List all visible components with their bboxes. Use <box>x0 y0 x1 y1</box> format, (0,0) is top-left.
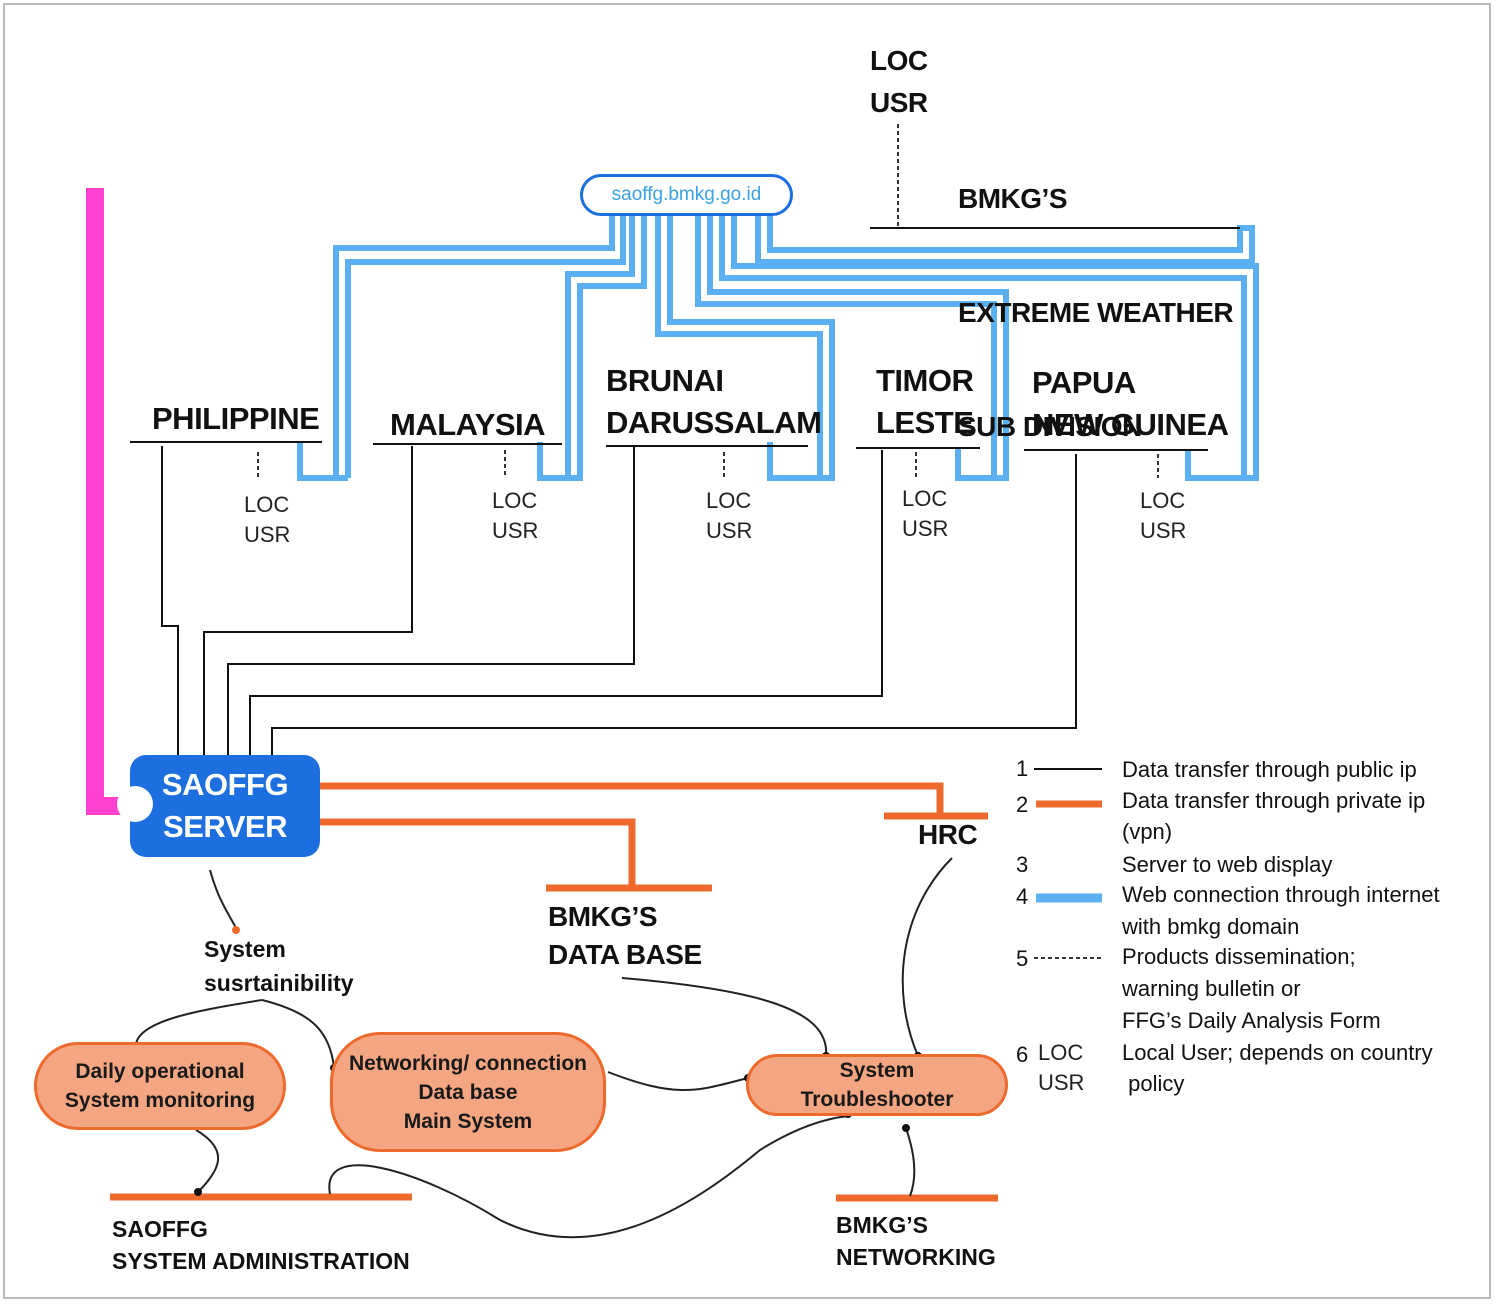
private-ip-links <box>110 782 1102 1202</box>
legend-6-usr: USR <box>1038 1070 1085 1095</box>
country-bars <box>130 227 1240 451</box>
papua-loc: LOC <box>1140 488 1186 513</box>
country-brunai-line1: BRUNAI <box>606 363 724 398</box>
extreme-weather-line1: BMKG’S <box>958 183 1068 214</box>
hrc-label: HRC <box>918 819 978 850</box>
legend-text-6b: policy <box>1122 1071 1185 1096</box>
extreme-weather-title: BMKG’S EXTREME WEATHER SUB DIVISION <box>958 104 1234 484</box>
networking-line2: Data base <box>418 1080 518 1104</box>
legend-text-3: Server to web display <box>1122 852 1333 877</box>
sustainability-line1: System <box>204 936 286 962</box>
bmkg-networking-line1: BMKG’S <box>836 1212 928 1238</box>
legend-swatches <box>1036 860 1102 903</box>
extreme-weather-usr: USR <box>870 87 928 118</box>
philippine-usr: USR <box>244 522 291 547</box>
malaysia-loc: LOC <box>492 488 538 513</box>
troubleshooter-line2: Troubleshooter <box>800 1088 954 1111</box>
legend-text-4a: Web connection through internet <box>1122 882 1440 907</box>
country-brunai-line2: DARUSSALAM <box>606 405 822 440</box>
legend-text-2a: Data transfer through private ip <box>1122 788 1426 813</box>
philippine-loc: LOC <box>244 492 290 517</box>
networking-pill: Networking/ connection Data base Main Sy… <box>330 1032 606 1152</box>
country-philippine: PHILIPPINE <box>152 401 320 436</box>
bmkg-networking-line2: NETWORKING <box>836 1244 996 1270</box>
legend-num-6: 6 <box>1016 1042 1029 1067</box>
legend-num-1: 1 <box>1016 756 1029 781</box>
brunai-loc: LOC <box>706 488 752 513</box>
sustainability-line2: susrtainibility <box>204 970 354 996</box>
country-papua-line2: NEW GUINEA <box>1032 407 1229 442</box>
daily-monitoring-pill: Daily operational System monitoring <box>34 1042 286 1130</box>
daily-line1: Daily operational <box>75 1060 245 1083</box>
networking-line1: Networking/ connection <box>348 1051 587 1075</box>
legend-num-4: 4 <box>1016 884 1029 909</box>
malaysia-usr: USR <box>492 518 539 543</box>
troubleshooter-line1: System <box>839 1059 915 1082</box>
server-label-line1: SAOFFG <box>161 767 289 802</box>
country-malaysia: MALAYSIA <box>390 407 546 442</box>
relation-curves <box>135 857 953 1239</box>
extreme-weather-loc: LOC <box>870 45 928 76</box>
legend-text-6a: Local User; depends on country <box>1122 1040 1433 1065</box>
public-ip-links <box>161 446 1102 770</box>
timor-usr: USR <box>902 516 949 541</box>
extreme-weather-line3: SUB DIVISION <box>958 411 1142 442</box>
legend-text-1: Data transfer through public ip <box>1122 757 1417 782</box>
timor-loc: LOC <box>902 486 948 511</box>
country-timor-line2: LESTE <box>876 405 974 440</box>
daily-line2: System monitoring <box>64 1089 256 1112</box>
legend-text-4b: with bmkg domain <box>1122 914 1300 939</box>
legend-6-loc: LOC <box>1038 1040 1084 1065</box>
legend-num-5: 5 <box>1016 946 1029 971</box>
server-port-dot <box>117 786 153 822</box>
diagram-frame <box>3 3 1491 1299</box>
legend-text-5a: Products dissemination; <box>1122 944 1356 969</box>
web-domain-node[interactable]: saoffg.bmkg.go.id <box>580 174 793 216</box>
web-domain-label: saoffg.bmkg.go.id <box>611 184 762 205</box>
saoffg-server-node: SAOFFG SERVER <box>130 755 320 857</box>
legend-text-5c: FFG’s Daily Analysis Form <box>1122 1008 1381 1033</box>
country-papua-line1: PAPUA <box>1032 365 1136 400</box>
sysadmin-line2: SYSTEM ADMINISTRATION <box>112 1248 410 1274</box>
legend-num-3: 3 <box>1016 852 1029 877</box>
country-timor-line1: TIMOR <box>876 363 974 398</box>
server-label-line2: SERVER <box>163 809 287 844</box>
troubleshooter-pill: System Troubleshooter <box>746 1054 1008 1116</box>
database-line1: BMKG’S <box>548 901 658 932</box>
brunai-usr: USR <box>706 518 753 543</box>
networking-line3: Main System <box>403 1109 533 1133</box>
extreme-weather-line2: EXTREME WEATHER <box>958 297 1234 328</box>
papua-usr: USR <box>1140 518 1187 543</box>
legend-num-2: 2 <box>1016 792 1029 817</box>
database-line2: DATA BASE <box>548 939 702 970</box>
legend-text-2b: (vpn) <box>1122 819 1173 844</box>
dissemination-lines <box>257 124 1159 959</box>
web-links <box>297 214 1259 481</box>
legend-text-5b: warning bulletin or <box>1122 976 1301 1001</box>
sysadmin-line1: SAOFFG <box>112 1216 208 1242</box>
